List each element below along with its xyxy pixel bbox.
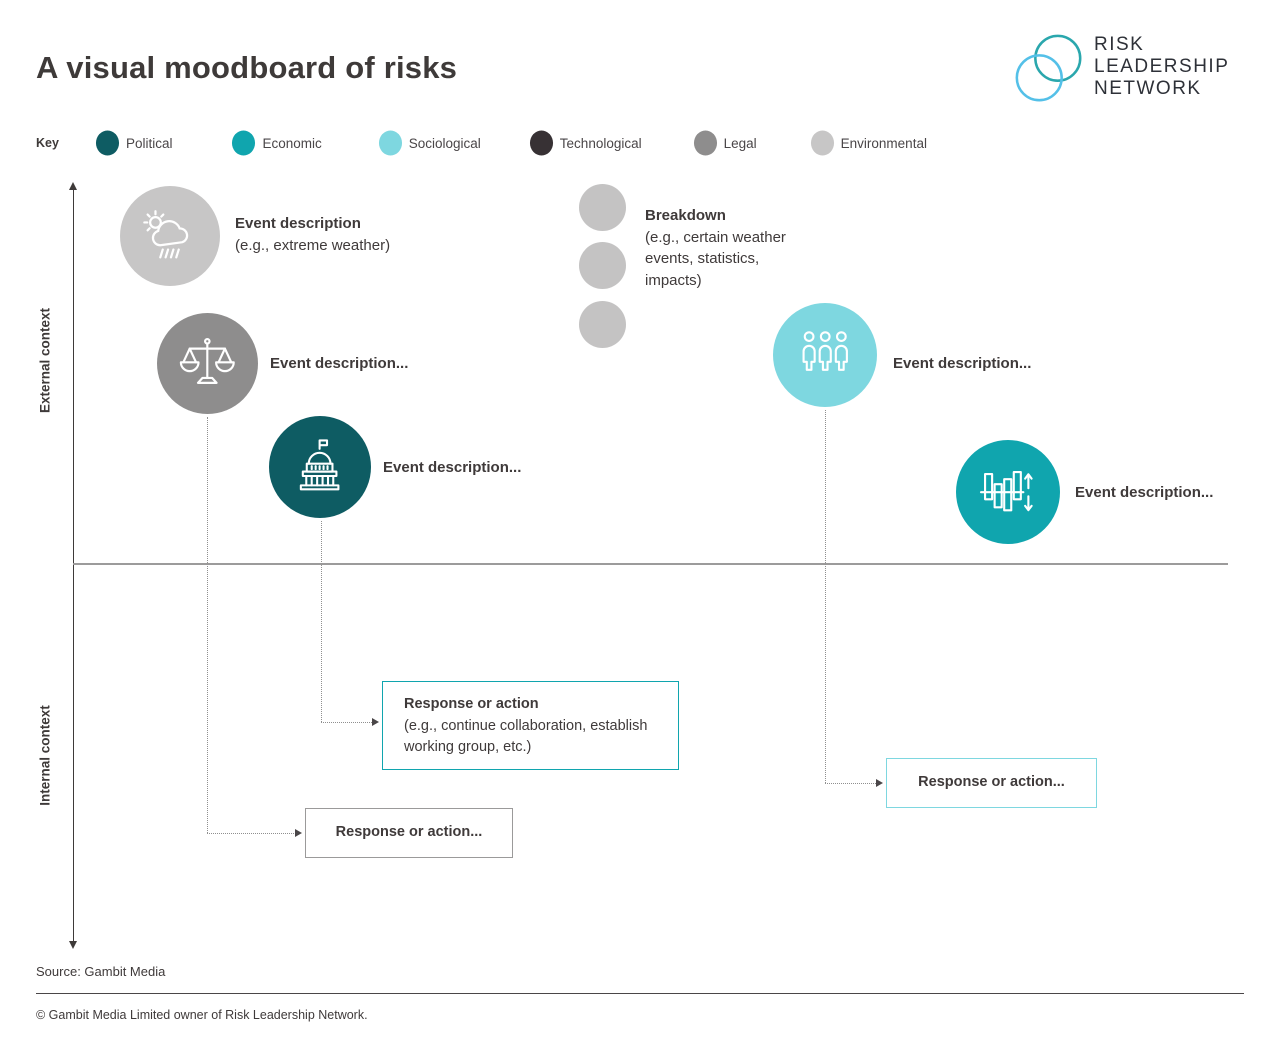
legend-item-technological: Technological [529, 130, 642, 156]
event-title: Event description... [383, 459, 522, 476]
context-axis-line [73, 188, 74, 943]
legend-label: Political [125, 135, 173, 151]
context-divider-line [73, 563, 1228, 565]
connector-arrow-icon [372, 718, 379, 726]
axis-arrow-up-icon [69, 182, 77, 190]
event-description-legal: Event description... [270, 353, 408, 375]
event-bubble-legal [157, 313, 258, 414]
legend-item-political: Political [95, 130, 173, 156]
breakdown-dot [579, 301, 626, 348]
connector-arrow-icon [876, 779, 883, 787]
logo-wordmark: RISK LEADERSHIP NETWORK [1094, 34, 1229, 100]
internal-context-label: Internal context [37, 705, 53, 806]
legend-label: Economic [262, 135, 322, 151]
legend-label: Legal [723, 135, 757, 151]
legend-label: Technological [559, 135, 642, 151]
event-description-sociological: Event description... [893, 353, 1031, 375]
political-dot-icon [95, 130, 119, 156]
response-title: Response or action [404, 696, 539, 712]
event-description-environmental: Event description (e.g., extreme weather… [235, 213, 390, 256]
event-bubble-economic [956, 440, 1060, 544]
event-bubble-environmental [120, 186, 220, 286]
copyright-note: © Gambit Media Limited owner of Risk Lea… [36, 1008, 368, 1022]
response-box-legal: Response or action... [305, 808, 513, 858]
response-title: Response or action... [918, 774, 1065, 791]
breakdown-title: Breakdown [645, 207, 726, 224]
sociological-dot-icon [378, 130, 402, 156]
economic-dot-icon [232, 130, 256, 156]
event-bubble-political [269, 416, 371, 518]
response-subtitle: (e.g., continue collaboration, establish… [404, 717, 648, 756]
legend-item-environmental: Environmental [810, 130, 927, 156]
connector-legal-horizontal [207, 833, 296, 834]
legend-label: Environmental [840, 135, 927, 151]
event-title: Event description [235, 215, 361, 232]
event-description-political: Event description... [383, 457, 521, 479]
interlocking-circles-logo-icon [1015, 34, 1082, 102]
event-title: Event description... [1075, 484, 1214, 501]
logo-line-network: NETWORK [1094, 78, 1202, 99]
people-icon [802, 330, 848, 371]
page-title: A visual moodboard of risks [36, 50, 458, 85]
response-box-sociological: Response or action... [886, 758, 1097, 808]
weather-icon [143, 210, 189, 259]
connector-sociological-horizontal [825, 783, 878, 784]
government-icon [300, 439, 340, 491]
legal-dot-icon [693, 130, 717, 156]
legend-label: Sociological [408, 135, 481, 151]
source-note: Source: Gambit Media [36, 964, 166, 979]
breakdown-text: Breakdown (e.g., certain weather events,… [645, 205, 805, 291]
response-title: Response or action... [335, 824, 483, 841]
legend: Key Political Economic Sociological Tech… [36, 130, 927, 156]
connector-legal-vertical [207, 417, 208, 833]
legend-item-legal: Legal [693, 130, 757, 156]
connector-sociological-vertical [825, 410, 826, 783]
response-box-political: Response or action (e.g., continue colla… [382, 681, 679, 770]
connector-arrow-icon [295, 829, 302, 837]
technological-dot-icon [529, 130, 553, 156]
external-context-label: External context [37, 307, 53, 414]
event-subtitle: (e.g., extreme weather) [235, 236, 391, 254]
environmental-dot-icon [810, 130, 834, 156]
connector-political-horizontal [321, 722, 374, 723]
chart-icon [979, 470, 1033, 512]
event-bubble-sociological [773, 303, 877, 407]
event-title: Event description... [893, 355, 1032, 372]
logo-line-risk: RISK [1094, 34, 1145, 55]
connector-political-vertical [321, 521, 322, 722]
legend-title: Key [36, 136, 59, 150]
breakdown-dot [579, 242, 626, 289]
event-title: Event description... [270, 355, 409, 372]
breakdown-dot [579, 184, 626, 231]
footer-divider [36, 993, 1244, 994]
event-description-economic: Event description... [1075, 482, 1213, 504]
axis-arrow-down-icon [69, 941, 77, 949]
risk-leadership-network-logo: RISK LEADERSHIP NETWORK [1010, 30, 1229, 108]
legend-item-sociological: Sociological [378, 130, 481, 156]
legend-item-economic: Economic [231, 130, 322, 156]
logo-line-leadership: LEADERSHIP [1094, 56, 1230, 77]
scales-icon [180, 338, 235, 385]
breakdown-description: (e.g., certain weather events, statistic… [645, 228, 786, 289]
